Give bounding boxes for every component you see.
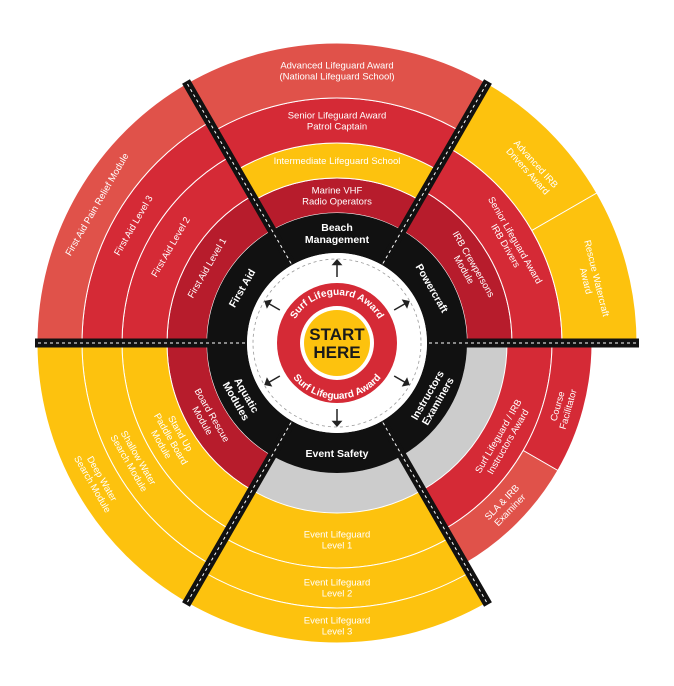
- hub-label-event-safety: Event Safety: [305, 448, 368, 460]
- item-label-beach-management-4: Advanced Lifeguard Award(National Lifegu…: [279, 61, 394, 83]
- item-text-event-safety-1-line2: Level 1: [322, 541, 353, 552]
- item-text-beach-management-1-line1: Marine VHF: [312, 186, 363, 197]
- item-text-beach-management-1-line2: Radio Operators: [302, 197, 372, 208]
- arrow-line-3: [393, 375, 407, 384]
- item-text-beach-management-4-line1: Advanced Lifeguard Award: [280, 61, 393, 72]
- item-text-beach-management-4-line2: (National Lifeguard School): [279, 72, 394, 83]
- start-here-button[interactable]: [304, 310, 370, 376]
- start-label-line2: HERE: [313, 343, 360, 362]
- hub-label-beach-management-line1: Beach: [321, 222, 353, 234]
- hub-band-event-safety: [272, 420, 402, 474]
- arrow-line-6: [267, 302, 281, 311]
- divider-dash-2: [382, 81, 489, 264]
- arrow-head-4: [331, 420, 343, 427]
- arrow-head-3: [401, 377, 410, 387]
- item-label-beach-management-2: Intermediate Lifeguard School: [274, 156, 401, 167]
- arrow-head-1: [331, 259, 343, 266]
- center-hub: Surf Lifeguard Award Surf Lifeguard Awar…: [247, 253, 427, 433]
- arrow-line-2: [393, 302, 407, 311]
- dividers-layer: [35, 79, 639, 607]
- item-text-beach-management-2-line1: Intermediate Lifeguard School: [274, 156, 401, 167]
- arrows-layer: [264, 259, 410, 427]
- item-text-event-safety-1-line1: Event Lifeguard: [304, 530, 371, 541]
- hub-label-beach-management-line2: Management: [305, 234, 370, 246]
- item-text-event-safety-2-line1: Event Lifeguard: [304, 578, 371, 589]
- hub-band-powercraft: [382, 230, 467, 343]
- hub-band-instructors-examiners: [382, 343, 467, 456]
- hub-band-beach-management: [272, 213, 402, 266]
- start-label-line1: START: [309, 325, 365, 344]
- hub-band-aquatic-modules: [207, 343, 292, 456]
- arrow-head-5: [264, 377, 273, 387]
- hub-band-first-aid: [207, 230, 292, 343]
- sector-instructors-examiners-grey-band: [402, 343, 507, 491]
- item-text-event-safety-3-line1: Event Lifeguard: [304, 616, 371, 627]
- item-text-event-safety-2-line2: Level 2: [322, 589, 353, 600]
- hub-dashed-ring: [252, 258, 422, 428]
- arrow-head-2: [401, 299, 410, 309]
- arrow-head-6: [264, 299, 273, 309]
- divider-dash-1: [185, 81, 292, 264]
- item-text-beach-management-3-line1: Senior Lifeguard Award: [288, 111, 387, 122]
- sectors-layer: [36, 42, 638, 644]
- divider-dash-5: [185, 422, 292, 605]
- hub-label-event-safety-line1: Event Safety: [305, 448, 368, 460]
- arrow-line-5: [267, 375, 281, 384]
- item-text-beach-management-3-line2: Patrol Captain: [307, 122, 367, 133]
- sector-event-safety-grey-band: [252, 455, 422, 513]
- item-text-event-safety-3-line2: Level 3: [322, 627, 353, 638]
- divider-dash-4: [382, 422, 489, 605]
